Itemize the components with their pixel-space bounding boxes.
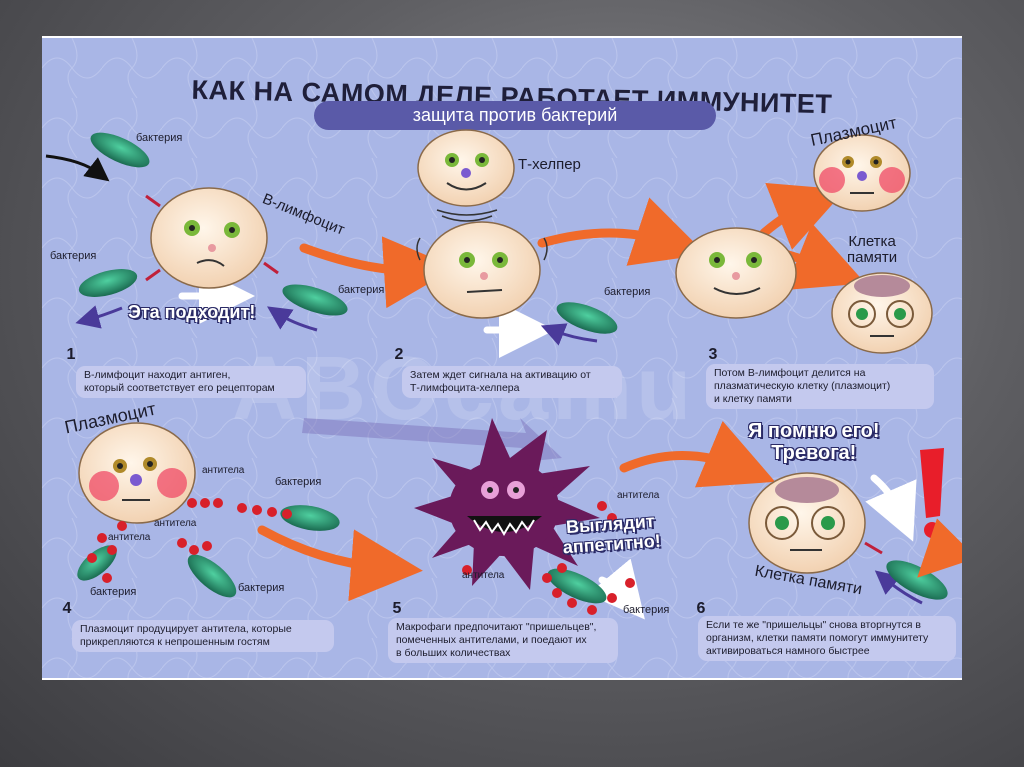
looks-tasty-callout: Выглядит аппетитно! (562, 510, 662, 558)
step-caption: Если те же "пришельцы" снова вторгнутся … (698, 616, 956, 661)
bacteria-label: бактерия (338, 284, 385, 296)
i-remember-callout: Я помню его! Тревога! (748, 420, 880, 464)
antibodies-label: антитела (108, 532, 151, 543)
step-number: 3 (708, 346, 718, 363)
subtitle-pill: защита против бактерий (314, 101, 716, 130)
step-caption: Макрофаги предпочитают "пришельцев", пом… (388, 618, 618, 663)
bacteria-label: бактерия (623, 604, 670, 616)
flow-arrows (257, 182, 866, 602)
diagram-art (45, 129, 962, 620)
black-arrow (45, 154, 110, 182)
bacteria-label: бактерия (238, 582, 285, 594)
bacteria-label: бактерия (275, 476, 322, 488)
step-number: 5 (392, 600, 402, 617)
slide: КАК НА САМОМ ДЕЛЕ РАБОТАЕТ ИММУНИТЕТ защ… (42, 36, 962, 680)
step-caption: В-лимфоцит находит антиген, который соот… (76, 366, 306, 398)
bacteria-label: бактерия (50, 250, 97, 262)
b-lymphocyte-cell (145, 187, 279, 289)
antibodies (87, 498, 635, 615)
antibodies-label: антитела (202, 465, 245, 476)
bacteria-group (77, 132, 948, 604)
t-helper-label: Т-хелпер (518, 156, 581, 173)
memory-cell-bottom (748, 472, 883, 574)
step-caption: Плазмоцит продуцирует антитела, которые … (72, 620, 334, 652)
activated-b-cell (416, 221, 548, 319)
antibodies-label: антитела (154, 518, 197, 529)
fits-callout: Эта подходит! (128, 302, 256, 322)
memory-cell-label: Клетка памяти (847, 233, 898, 266)
plasmocyte-top-cell (813, 134, 911, 212)
bacteria-label: бактерия (604, 286, 651, 298)
step-caption: Потом В-лимфоцит делится на плазматическ… (706, 364, 934, 409)
plasmocyte-left-cell (78, 422, 196, 524)
faint-arrows (302, 418, 562, 463)
macrophage-cell (414, 418, 600, 590)
dividing-b-cell (675, 227, 797, 319)
step-number: 2 (394, 346, 404, 363)
t-helper-cell (417, 129, 515, 222)
step-number: 6 (696, 600, 706, 617)
antibodies-label: антитела (617, 490, 660, 501)
step-number: 4 (62, 600, 72, 617)
step-number: 1 (66, 346, 76, 363)
memory-cell-top (831, 272, 933, 354)
step-caption: Затем ждет сигнала на активацию от Т-лим… (402, 366, 622, 398)
antibodies-label: антитела (462, 570, 505, 581)
bacteria-label: бактерия (136, 132, 183, 144)
bacteria-label: бактерия (90, 586, 137, 598)
